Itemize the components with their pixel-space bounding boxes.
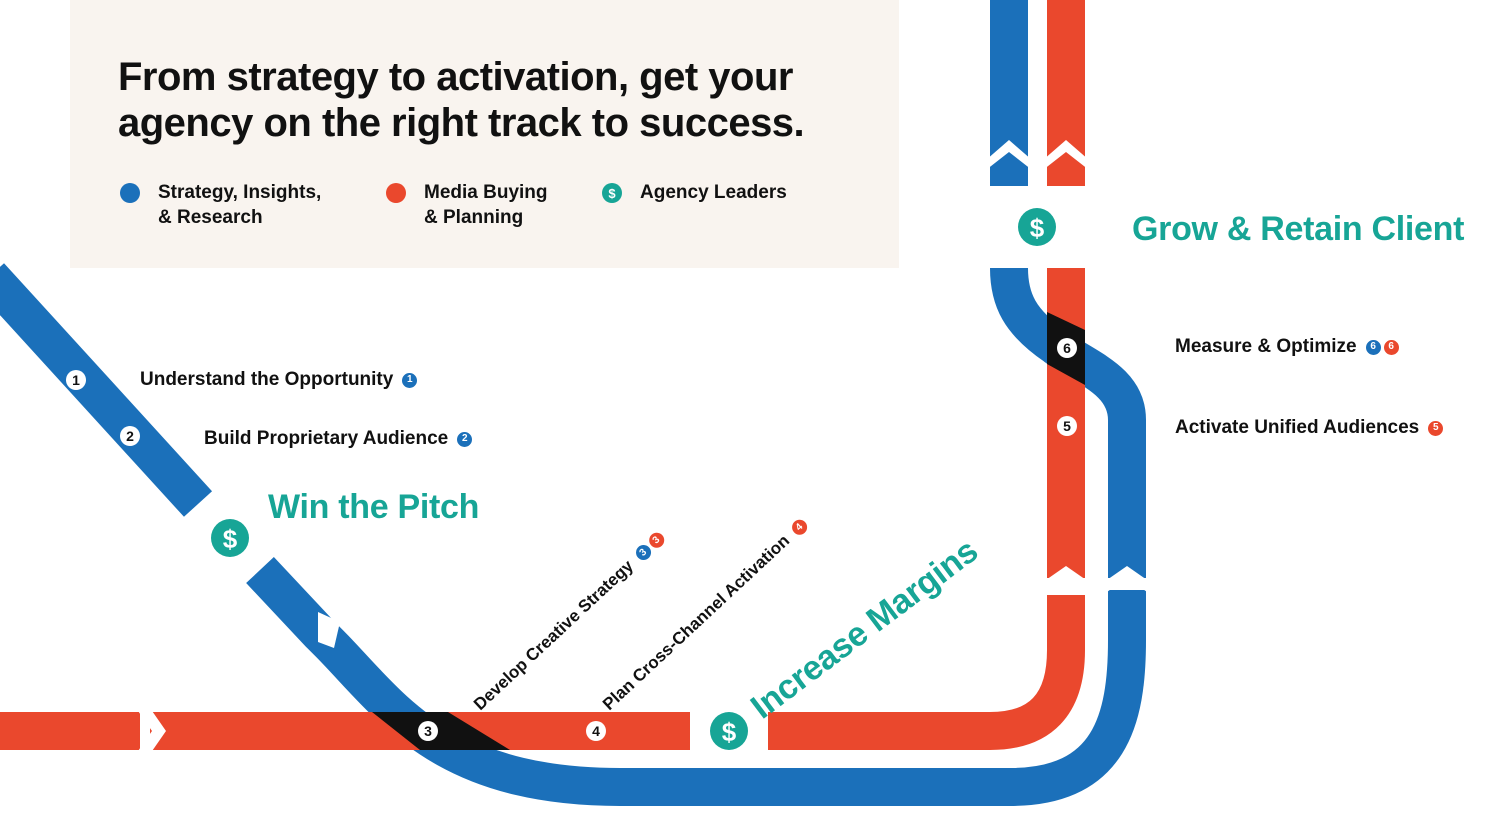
step-5-label: Activate Unified Audiences 5 — [1175, 416, 1444, 440]
red-badge-icon: 6 — [1383, 339, 1399, 355]
legend-item-strategy: Strategy, Insights, & Research — [120, 180, 321, 230]
red-line-dot-icon — [386, 183, 406, 203]
station-4-number: 4 — [592, 723, 600, 739]
goal-grow-retain: Grow & Retain Client — [1132, 210, 1465, 248]
dollar-stations: $ $ $ — [211, 208, 1056, 750]
goal-win-pitch: Win the Pitch — [268, 488, 480, 526]
blue-line-main — [246, 557, 1146, 806]
station-markers: 1 2 3 4 5 6 — [66, 338, 1077, 741]
chevron-red-right — [1043, 566, 1089, 594]
dollar-icon-increase-margins: $ — [722, 717, 737, 747]
chevron-red-left — [136, 708, 166, 754]
blue-line-dot-icon — [120, 183, 140, 203]
legend-label: Agency Leaders — [640, 182, 787, 203]
chevron-blue-top — [986, 140, 1032, 170]
step-1-label: Understand the Opportunity 1 — [140, 368, 418, 392]
step-label-text: Build Proprietary Audience — [204, 428, 449, 449]
chevron-blue-right — [1104, 566, 1150, 594]
chevron-red-top — [1043, 140, 1089, 170]
blue-badge-icon: 1 — [402, 372, 418, 388]
legend-item-leaders: $ Agency Leaders — [602, 180, 787, 205]
station-2-number: 2 — [126, 428, 134, 444]
step-2-label: Build Proprietary Audience 2 — [204, 427, 473, 451]
step-label-text: Measure & Optimize — [1175, 336, 1357, 357]
page-title: From strategy to activation, get your ag… — [118, 55, 805, 145]
headline-panel — [70, 0, 899, 268]
legend-label: Strategy, Insights, & Research — [158, 182, 322, 228]
line-chevrons — [136, 140, 1150, 754]
chevron-blue-diag — [318, 612, 340, 648]
station-1-number: 1 — [72, 372, 80, 388]
dollar-icon-grow-retain: $ — [1030, 213, 1045, 243]
station-3-number: 3 — [424, 723, 432, 739]
blue-badge-icon: 6 — [1365, 339, 1381, 355]
blue-badge-icon: 2 — [457, 431, 473, 447]
legend-item-media: Media Buying & Planning — [386, 180, 548, 230]
red-line-right — [768, 595, 1085, 750]
red-badge-icon: 5 — [1428, 420, 1444, 436]
dollar-icon: $ — [602, 183, 622, 203]
interchange-3-black — [372, 712, 510, 750]
blue-line-upper-diagonal — [0, 263, 213, 517]
dollar-icon-win-pitch: $ — [223, 524, 238, 554]
step-label-text: Understand the Opportunity — [140, 369, 394, 390]
station-5-number: 5 — [1063, 418, 1071, 434]
step-label-text: Activate Unified Audiences — [1175, 417, 1420, 438]
legend-label: Media Buying & Planning — [424, 182, 548, 228]
station-6-number: 6 — [1063, 340, 1071, 356]
step-6-label: Measure & Optimize 6 6 — [1175, 335, 1399, 359]
